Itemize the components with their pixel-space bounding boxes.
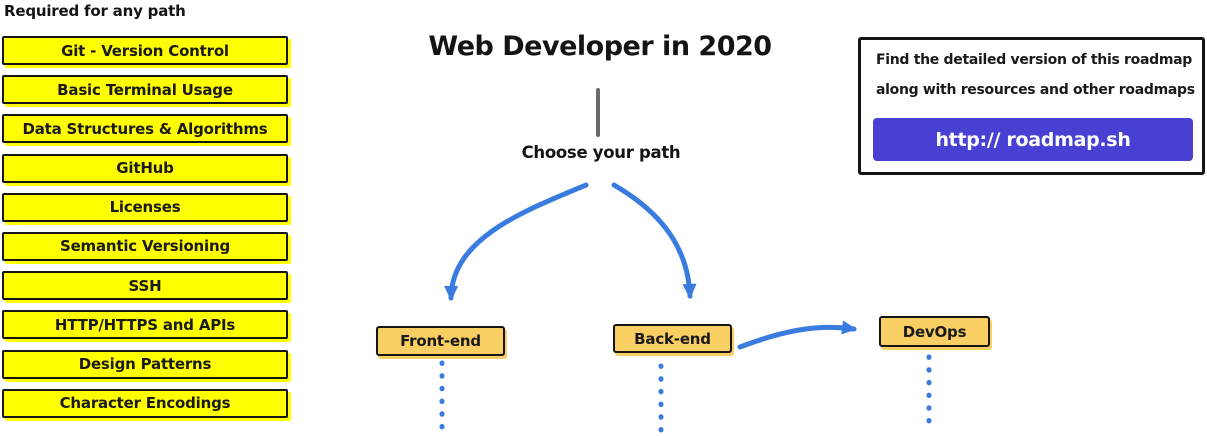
- arrow-to-frontend: [444, 182, 589, 301]
- topic-git-version-control[interactable]: Git - Version Control: [2, 36, 288, 65]
- title-connector-line: [596, 88, 600, 137]
- topic-licenses[interactable]: Licenses: [2, 192, 288, 222]
- path-box-frontend[interactable]: Front-end: [376, 326, 505, 356]
- topic-semantic-versioning[interactable]: Semantic Versioning: [2, 231, 288, 261]
- path-box-backend[interactable]: Back-end: [613, 324, 732, 353]
- topic-character-encodings[interactable]: Character Encodings: [2, 388, 288, 418]
- roadmap-info-card: Find the detailed version of this roadma…: [858, 37, 1205, 175]
- required-topics-list: Git - Version Control Basic Terminal Usa…: [2, 36, 288, 428]
- info-line-1: Find the detailed version of this roadma…: [876, 52, 1193, 68]
- topic-http-https-apis[interactable]: HTTP/HTTPS and APIs: [2, 310, 288, 340]
- topic-basic-terminal-usage[interactable]: Basic Terminal Usage: [2, 75, 288, 105]
- topic-github[interactable]: GitHub: [2, 153, 288, 183]
- roadmap-url-button[interactable]: http:// roadmap.sh: [873, 118, 1193, 161]
- required-section-label: Required for any path: [4, 2, 186, 20]
- topic-design-patterns[interactable]: Design Patterns: [2, 349, 288, 379]
- arrow-backend-to-devops: [737, 320, 857, 350]
- topic-ssh[interactable]: SSH: [2, 271, 288, 301]
- topic-data-structures-algorithms[interactable]: Data Structures & Algorithms: [2, 114, 288, 144]
- choose-your-path-label: Choose your path: [521, 143, 681, 162]
- path-box-devops[interactable]: DevOps: [879, 316, 990, 347]
- page-title: Web Developer in 2020: [428, 31, 772, 62]
- info-line-2: along with resources and other roadmaps: [876, 82, 1195, 98]
- arrow-to-backend: [611, 182, 697, 299]
